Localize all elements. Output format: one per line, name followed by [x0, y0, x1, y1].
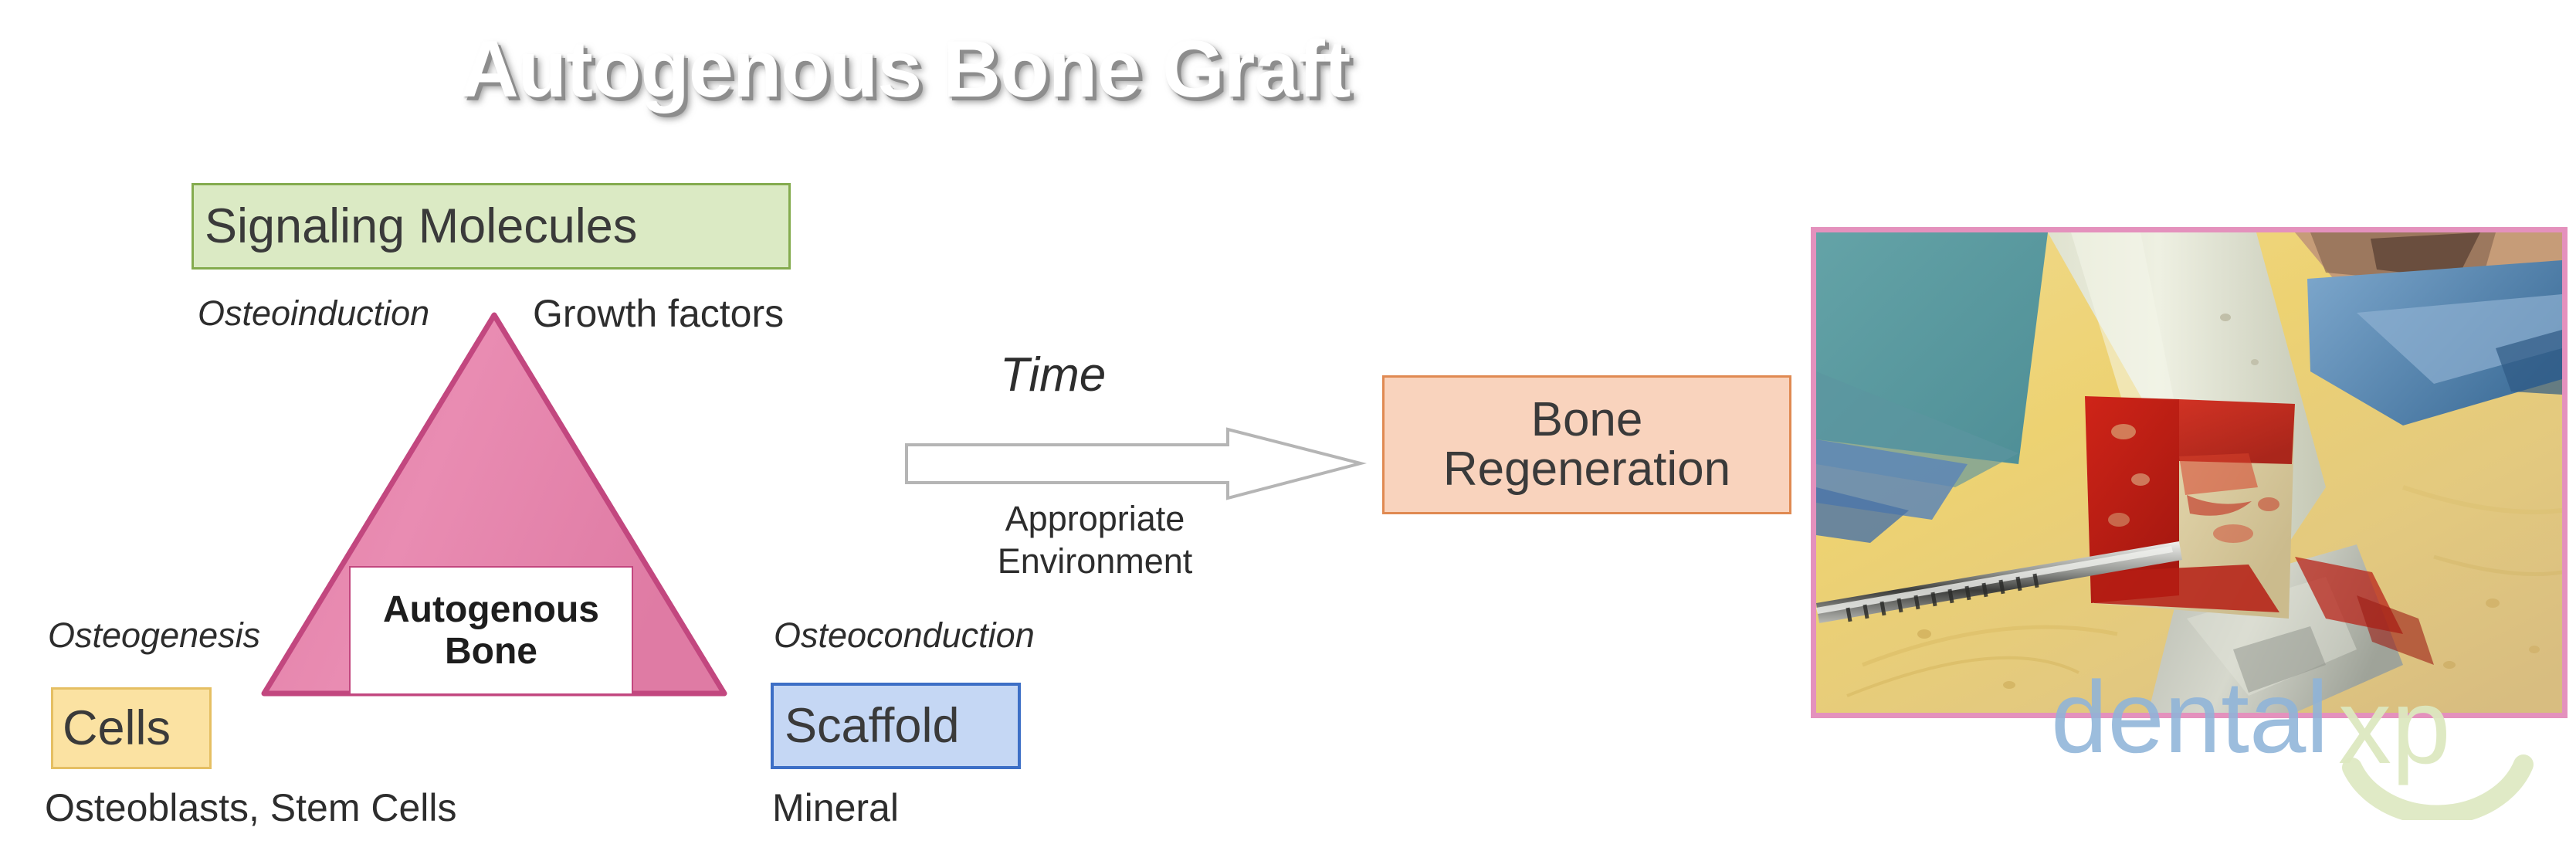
- bone-regeneration-box: Bone Regeneration: [1382, 375, 1791, 514]
- bone-regeneration-line2: Regeneration: [1442, 442, 1731, 496]
- time-label: Time: [1000, 348, 1107, 402]
- growth-factors-label: Growth factors: [533, 292, 785, 335]
- osteoblasts-stem-cells-label: Osteoblasts, Stem Cells: [45, 786, 457, 829]
- cells-label: Cells: [63, 700, 171, 755]
- surgical-bone-graft-photo: [1811, 227, 2568, 718]
- signaling-molecules-label: Signaling Molecules: [205, 198, 638, 253]
- right-block-arrow-icon: [903, 423, 1367, 504]
- scaffold-box: Scaffold: [771, 683, 1021, 769]
- signaling-molecules-box: Signaling Molecules: [192, 183, 791, 270]
- watermark-smile-arc: [2342, 754, 2534, 820]
- cells-box: Cells: [51, 687, 212, 769]
- page-title: Autogenous Bone Graft: [460, 25, 1351, 114]
- osteoinduction-label: Osteoinduction: [198, 293, 430, 333]
- osteoconduction-label: Osteoconduction: [774, 615, 1035, 655]
- autogenous-bone-line1: Autogenous: [383, 588, 599, 630]
- osteogenesis-label: Osteogenesis: [48, 615, 261, 655]
- environment-line1: Appropriate: [1005, 499, 1185, 538]
- autogenous-bone-line2: Bone: [445, 630, 537, 672]
- appropriate-environment-label: Appropriate Environment: [964, 498, 1226, 583]
- scaffold-label: Scaffold: [785, 698, 960, 753]
- bone-regeneration-line1: Bone: [1530, 392, 1643, 446]
- environment-line2: Environment: [997, 541, 1193, 581]
- autogenous-bone-center-box: Autogenous Bone: [349, 566, 633, 695]
- mineral-label: Mineral: [772, 786, 899, 829]
